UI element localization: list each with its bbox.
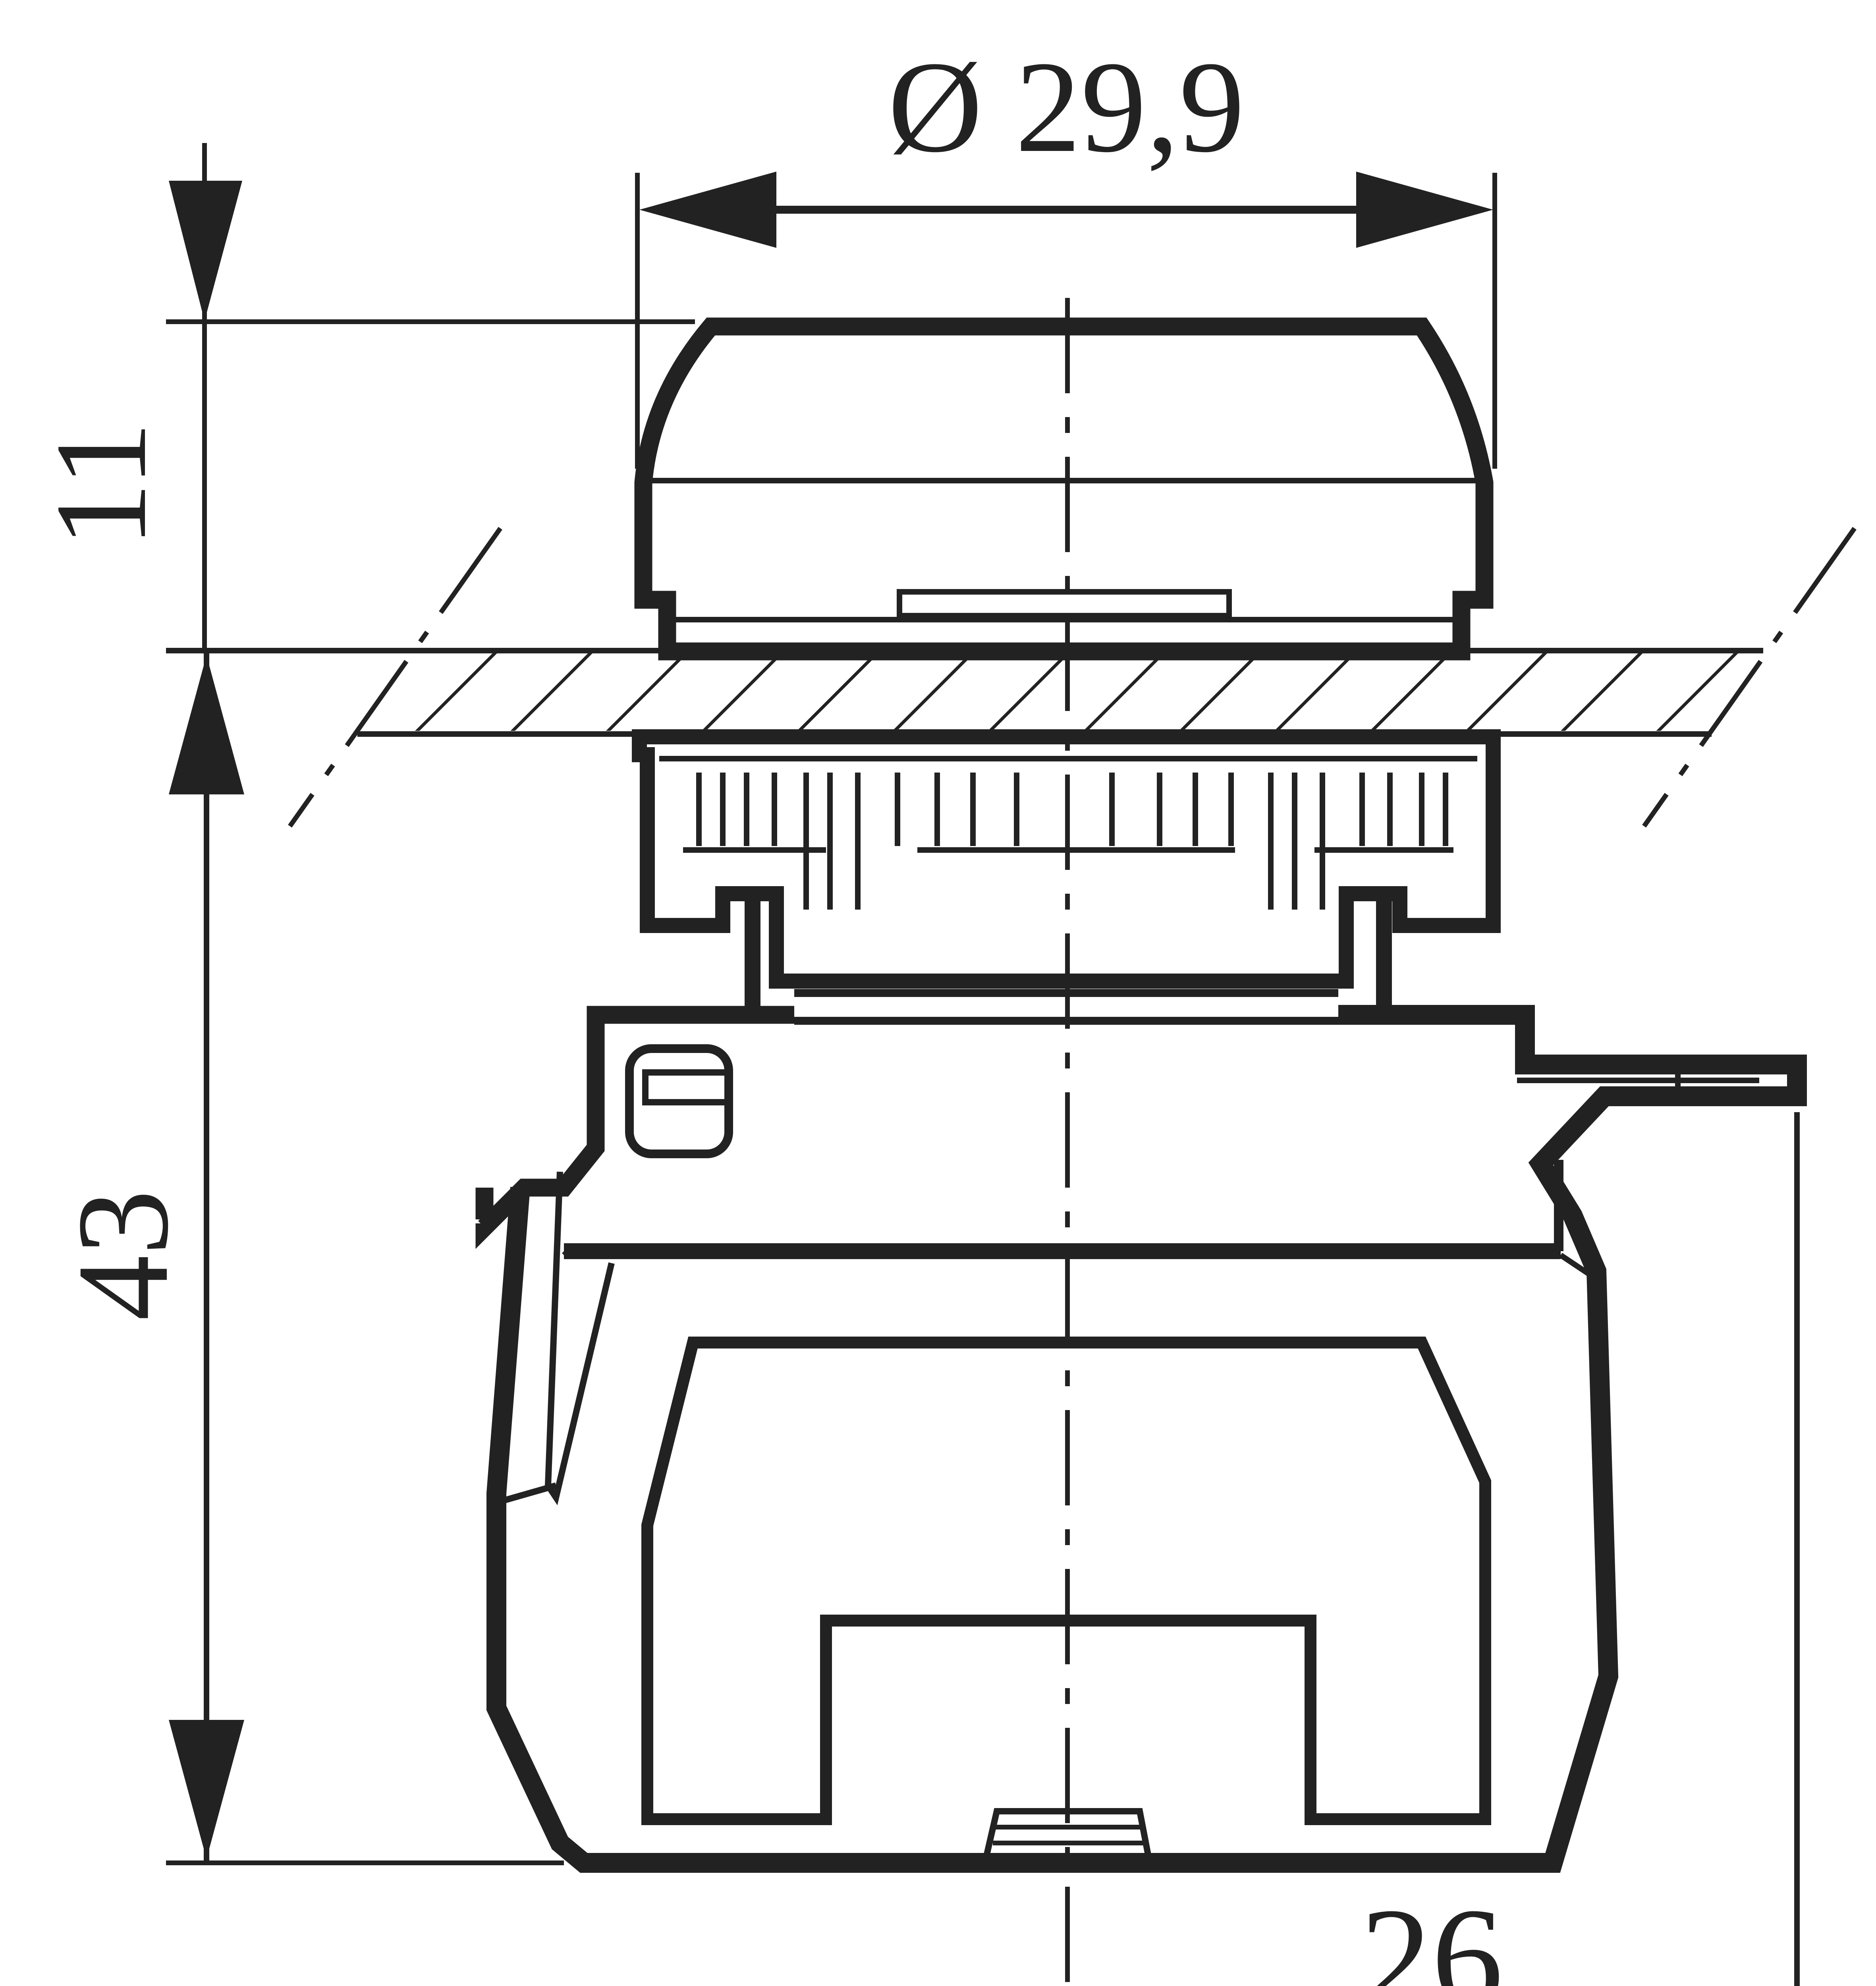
head-height-label: 11 — [29, 421, 174, 548]
threaded-ring — [632, 729, 1501, 989]
contact-block — [475, 1005, 1807, 1873]
thread-ribs — [696, 773, 1448, 910]
adapter-neck — [745, 890, 1392, 1025]
arrow-left-icon — [639, 172, 776, 248]
arrow-up-icon — [169, 655, 244, 794]
diameter-dimension: Ø 29,9 — [635, 35, 1497, 469]
half-width-dimension: 26 — [1360, 1112, 1800, 1986]
body-height-label: 43 — [50, 1190, 195, 1321]
half-width-label: 26 — [1360, 1878, 1503, 1986]
arrow-right-icon — [1356, 172, 1493, 248]
body-height-dimension: 43 — [50, 651, 564, 1865]
button-head — [634, 317, 1494, 661]
diameter-label: Ø 29,9 — [888, 35, 1245, 180]
head-height-dimension: 11 — [29, 143, 695, 653]
arrow-down-icon — [169, 1720, 244, 1859]
arrow-down-icon — [169, 181, 242, 321]
mounting-panel — [166, 527, 1857, 828]
